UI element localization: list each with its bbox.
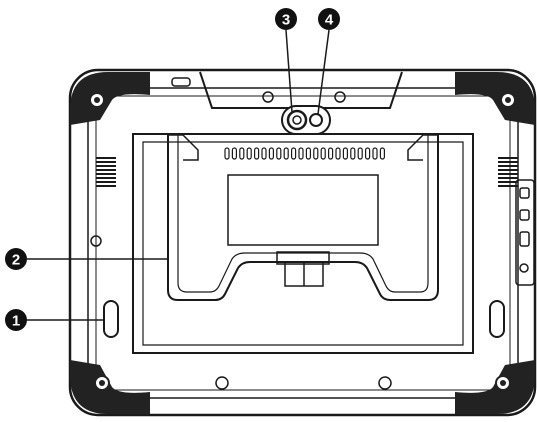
camera-flash (310, 114, 322, 126)
vent-slot (262, 148, 266, 159)
vent-slot (232, 148, 236, 159)
camera-housing (172, 72, 402, 108)
bottom-hole-left (216, 377, 228, 389)
callout-4-label: 4 (325, 12, 334, 29)
callout-2: 2 (5, 248, 27, 270)
vent-slot (255, 148, 259, 159)
speaker-right (490, 301, 504, 337)
vent-slot (314, 148, 318, 159)
vent-slot (358, 148, 362, 159)
bumper-top-left (70, 72, 150, 125)
callout-4: 4 (318, 8, 340, 30)
vent-slot (277, 148, 281, 159)
grille-right (498, 158, 518, 186)
vent-slot (343, 148, 347, 159)
bumper-top-right (455, 72, 535, 125)
speaker-left (104, 301, 118, 337)
callout-3: 3 (275, 8, 297, 30)
vent-slot (240, 148, 244, 159)
vent-slot (292, 148, 296, 159)
bumper-bottom-right (455, 360, 535, 414)
bottom-hole-right (379, 377, 391, 389)
vent-slot (247, 148, 251, 159)
camera-module (282, 106, 330, 134)
vent-slot (336, 148, 340, 159)
vent-slot (380, 148, 384, 159)
vent-slot (321, 148, 325, 159)
callout-1: 1 (5, 309, 27, 331)
vent-slot (299, 148, 303, 159)
vent-row (225, 148, 384, 159)
leader-4 (318, 30, 329, 114)
bumper-bottom-left (70, 360, 150, 414)
vent-slot (306, 148, 310, 159)
callout-1-label: 1 (12, 313, 20, 330)
vent-slot (373, 148, 377, 159)
kickstand (133, 134, 473, 353)
callout-3-label: 3 (282, 12, 290, 29)
vent-slot (351, 148, 355, 159)
label-plate (228, 175, 378, 245)
vent-slot (269, 148, 273, 159)
vent-slot (284, 148, 288, 159)
vent-slot (329, 148, 333, 159)
inner-frame-2 (96, 96, 510, 390)
callout-2-label: 2 (12, 252, 20, 269)
grille-left (96, 158, 116, 186)
vent-slot (366, 148, 370, 159)
vent-slot (225, 148, 229, 159)
